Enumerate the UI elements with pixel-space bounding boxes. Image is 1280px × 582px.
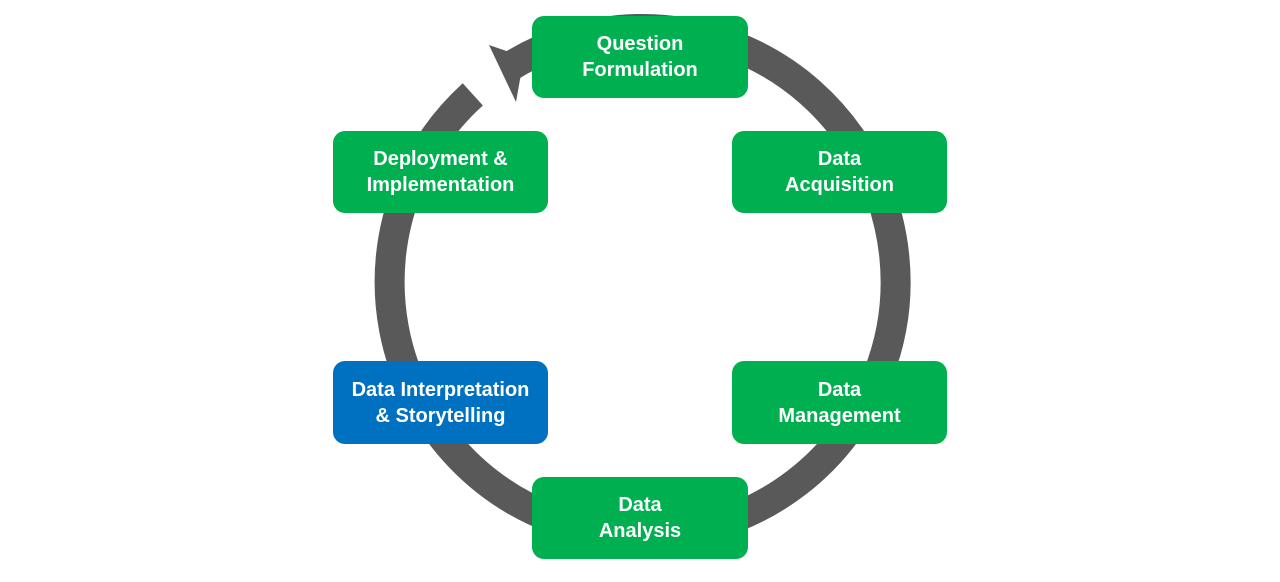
cycle-arrowhead — [489, 45, 524, 102]
cycle-ring-arc — [374, 13, 911, 550]
step-label-line: Analysis — [598, 520, 682, 542]
step-data-acquisition: Data Acquisition — [732, 131, 947, 213]
step-label-line: Data — [618, 494, 662, 516]
step-question-formulation: Question Formulation — [532, 16, 748, 98]
step-deployment-implementation: Deployment & Implementation — [333, 131, 548, 213]
step-data-management: Data Management — [732, 361, 947, 444]
step-label-line: Question — [596, 33, 684, 55]
step-label-line: Deployment & — [373, 148, 508, 170]
step-label-line: Acquisition — [785, 174, 894, 196]
step-label-line: Data — [817, 378, 862, 401]
step-label-line: & Storytelling — [375, 404, 506, 427]
step-label-line: Formulation — [582, 59, 698, 81]
step-label-line: Management — [778, 404, 901, 427]
step-data-analysis: Data Analysis — [532, 477, 748, 559]
step-label-line: Data Interpretation — [351, 378, 530, 401]
step-data-interpretation-storytelling: Data Interpretation & Storytelling — [333, 361, 548, 444]
step-label-line: Data — [817, 148, 862, 170]
step-label-line: Implementation — [366, 174, 515, 196]
